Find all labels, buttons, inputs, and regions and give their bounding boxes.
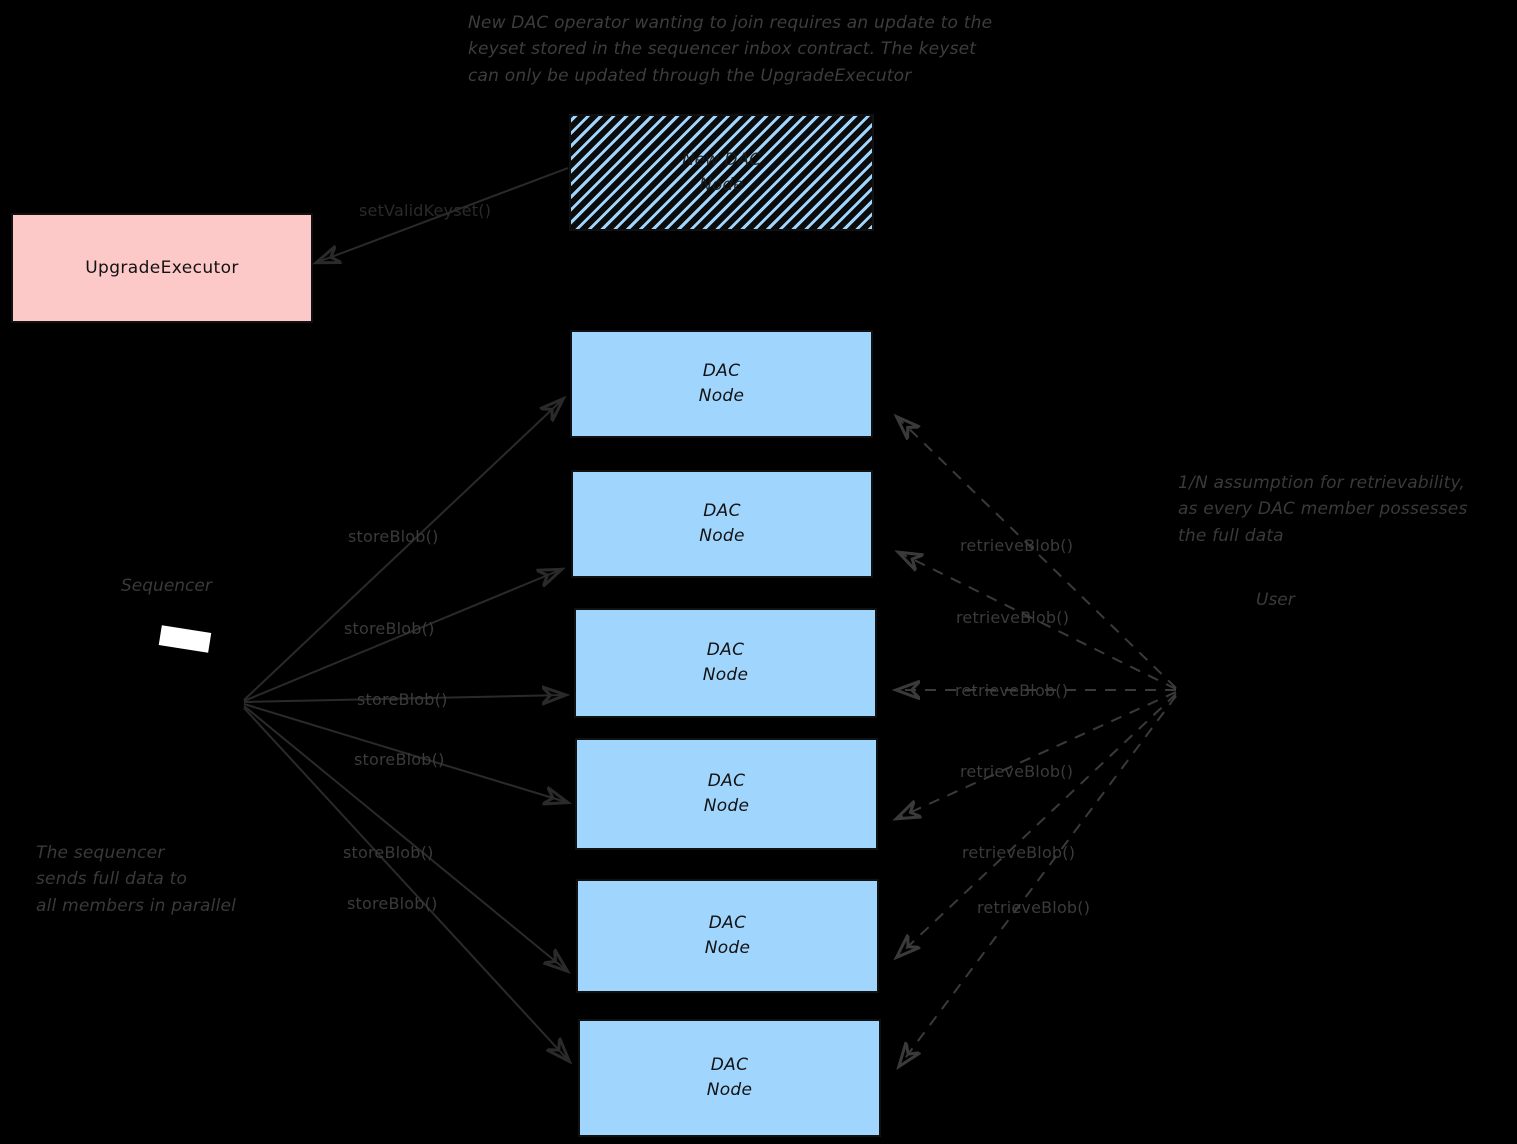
edge-label-store-blob-6: storeBlob() xyxy=(347,894,438,913)
dac-node-2-line1: DAC xyxy=(703,501,741,522)
upgrade-executor-box[interactable]: UpgradeExecutor xyxy=(11,213,313,323)
new-dac-node-line2: Node xyxy=(699,174,744,195)
dac-node-4[interactable]: DAC Node xyxy=(575,738,878,850)
upgrade-executor-label: UpgradeExecutor xyxy=(85,258,239,278)
dac-node-6-line2: Node xyxy=(706,1080,753,1100)
edge-label-retrieve-blob-3: retrieveBlob() xyxy=(955,681,1069,700)
dac-node-4-line1: DAC xyxy=(707,771,746,792)
edge-label-set-valid-keyset: setValidKeyset() xyxy=(359,201,492,220)
dac-node-5-line1: DAC xyxy=(708,913,747,934)
note-top: New DAC operator wanting to join require… xyxy=(468,13,993,86)
dac-node-6-line1: DAC xyxy=(710,1055,749,1076)
edge-label-retrieve-blob-1: retrieveBlob() xyxy=(960,536,1074,555)
dac-node-5-line2: Node xyxy=(704,938,751,958)
edge-label-retrieve-blob-5: retrieveBlob() xyxy=(962,843,1076,862)
edge-label-store-blob-1: storeBlob() xyxy=(348,527,439,546)
user-label: User xyxy=(1256,590,1295,610)
edge-label-store-blob-4: storeBlob() xyxy=(354,750,445,769)
edge-label-store-blob-2: storeBlob() xyxy=(344,619,435,638)
dac-node-3-line1: DAC xyxy=(706,640,745,661)
sequencer-icon xyxy=(158,625,212,653)
note-right: 1/N assumption for retrievability, as ev… xyxy=(1178,473,1468,546)
edge-label-retrieve-blob-4: retrieveBlob() xyxy=(960,762,1074,781)
edge-label-store-blob-3: storeBlob() xyxy=(357,690,448,709)
dac-node-3-line2: Node xyxy=(702,665,749,685)
dac-node-1[interactable]: DAC Node xyxy=(570,330,873,438)
new-dac-node-box[interactable]: New DAC Node xyxy=(569,114,874,231)
edge-label-retrieve-blob-2: retrieveBlob() xyxy=(956,608,1070,627)
note-bottom-left: The sequencer sends full data to all mem… xyxy=(36,843,237,916)
dac-node-6[interactable]: DAC Node xyxy=(578,1019,881,1137)
dac-node-3[interactable]: DAC Node xyxy=(574,608,877,718)
new-dac-node-line1: New DAC xyxy=(681,149,762,170)
dac-node-4-line2: Node xyxy=(703,796,750,816)
edge-store-blob-group xyxy=(243,400,568,1060)
edge-label-store-blob-5: storeBlob() xyxy=(343,843,434,862)
edge-label-retrieve-blob-6: retrieveBlob() xyxy=(977,898,1091,917)
sequencer-label: Sequencer xyxy=(121,576,212,596)
dac-node-5[interactable]: DAC Node xyxy=(576,879,879,993)
edge-retrieve-blob-group xyxy=(898,418,1177,1065)
dac-node-1-line2: Node xyxy=(698,386,745,406)
dac-node-2[interactable]: DAC Node xyxy=(571,470,873,578)
dac-node-1-line1: DAC xyxy=(702,361,741,382)
dac-node-2-line2: Node xyxy=(699,526,745,546)
